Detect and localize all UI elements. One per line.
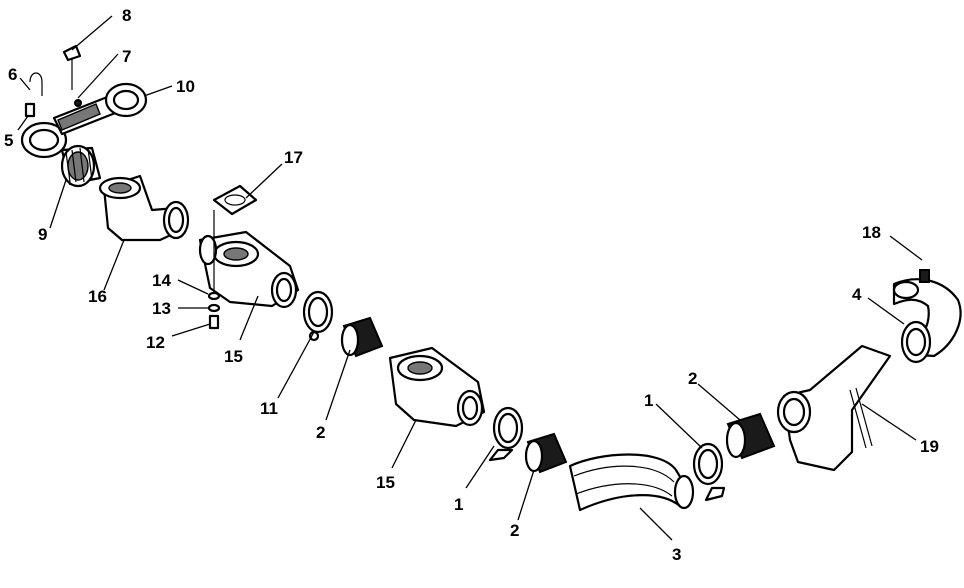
callout-16: 16 <box>88 287 107 306</box>
hose-clamp-11 <box>304 292 332 340</box>
callout-1-right: 1 <box>644 391 653 410</box>
callout-4: 4 <box>852 285 862 304</box>
callout-10: 10 <box>176 77 195 96</box>
callout-11: 11 <box>260 399 278 418</box>
callout-3: 3 <box>672 545 681 564</box>
hose-connector-2-left <box>342 318 382 356</box>
hose-connector-2-middle <box>526 434 566 472</box>
hose-clamp-9 <box>62 146 100 186</box>
callout-18: 18 <box>862 223 881 242</box>
hose-connector-2-right <box>727 414 774 458</box>
callout-8: 8 <box>122 6 131 25</box>
hose-clamp-1-right <box>694 444 724 500</box>
screw-18 <box>920 270 929 282</box>
water-outlet-housing-19 <box>778 346 890 470</box>
callout-6: 6 <box>8 65 17 84</box>
callout-1-middle: 1 <box>454 495 463 514</box>
callout-5: 5 <box>4 131 13 150</box>
callout-14: 14 <box>152 271 171 290</box>
callout-2-left: 2 <box>316 423 325 442</box>
hose-clamp-1-middle <box>490 408 522 460</box>
gasket-17 <box>214 186 256 214</box>
callout-7: 7 <box>122 47 131 66</box>
callout-15-lower: 15 <box>376 473 395 492</box>
callout-13: 13 <box>152 299 171 318</box>
clamp-bracket-assembly <box>22 84 146 157</box>
callout-15-upper: 15 <box>224 347 243 366</box>
callout-17: 17 <box>284 148 303 167</box>
callout-2-middle: 2 <box>510 521 519 540</box>
outlet-elbow-16 <box>100 176 188 240</box>
bent-hose-3 <box>570 455 693 511</box>
callout-9: 9 <box>38 225 47 244</box>
callout-19: 19 <box>920 437 939 456</box>
screw-5 <box>26 104 34 116</box>
callout-12: 12 <box>146 333 165 352</box>
upper-elbow-4 <box>894 279 961 362</box>
bolt-8 <box>64 46 80 90</box>
callout-2-right: 2 <box>688 369 697 388</box>
outlet-housing-15-lower <box>390 348 484 426</box>
wire-clip-6 <box>30 73 42 96</box>
